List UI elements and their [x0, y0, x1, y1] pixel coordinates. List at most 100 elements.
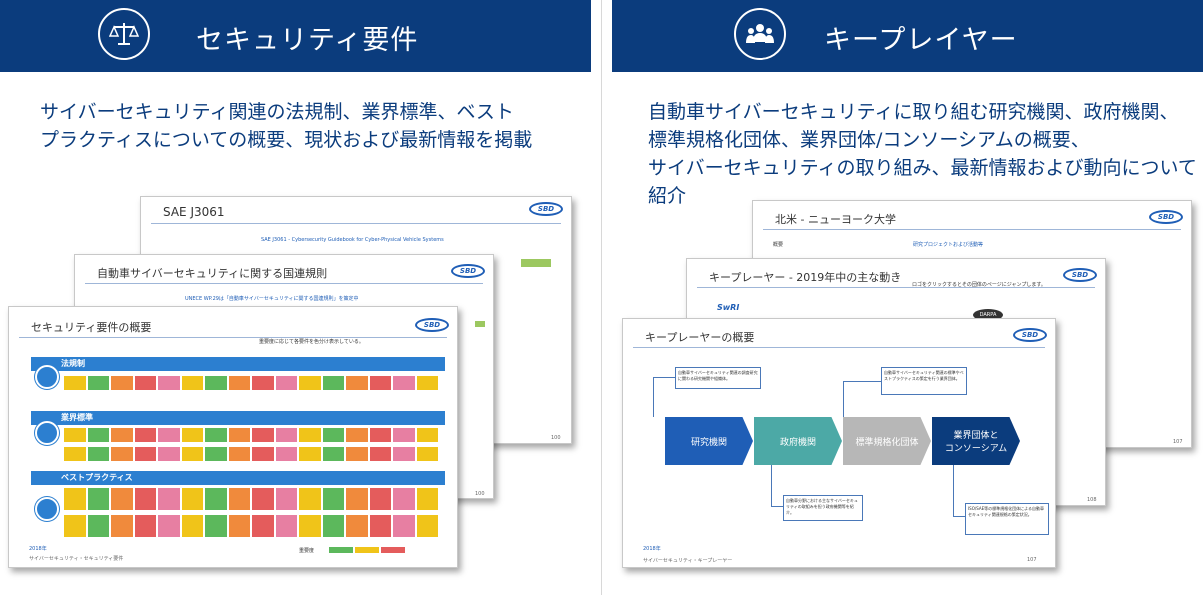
legend-green — [329, 547, 353, 553]
requirement-cell — [321, 446, 345, 462]
sbd-logo: SBD — [1063, 268, 1097, 282]
requirement-cell — [204, 427, 228, 443]
requirement-cell — [204, 375, 228, 391]
requirement-cell — [415, 375, 439, 391]
requirement-cell — [227, 427, 251, 443]
requirement-cell — [63, 514, 87, 538]
legend-yellow — [355, 547, 379, 553]
key-players-panel: キープレイヤー 自動車サイバーセキュリティに取り組む研究機関、政府機関、 標準規… — [612, 0, 1203, 595]
section-label: 研究プロジェクトおよび活動等 — [913, 242, 984, 248]
description-line: サイバーセキュリティの取り組み、最新情報および動向について — [648, 157, 1197, 179]
sbd-logo: SBD — [529, 202, 563, 216]
requirement-cell — [251, 427, 275, 443]
section-band-standards: 業界標準 — [31, 411, 445, 425]
sbd-logo: SBD — [1013, 328, 1047, 342]
requirement-cell — [86, 514, 110, 538]
requirement-cell — [157, 487, 181, 511]
stage-research-institutions: 研究機関 — [665, 417, 753, 465]
requirement-cell — [86, 446, 110, 462]
requirement-cell — [180, 487, 204, 511]
divider — [763, 229, 1181, 230]
requirement-cell — [345, 446, 369, 462]
header-title: キープレイヤー — [824, 25, 1018, 56]
requirement-cell — [63, 427, 87, 443]
description-line: 自動車サイバーセキュリティに取り組む研究機関、政府機関、 — [648, 101, 1179, 123]
requirement-cell — [274, 375, 298, 391]
requirement-cell — [392, 487, 416, 511]
panel-divider — [601, 0, 602, 595]
requirement-cell — [368, 487, 392, 511]
color-note: 重要度に応じて各要件を色分け表示している。 — [259, 339, 364, 345]
requirement-cell — [321, 514, 345, 538]
slide-requirements-overview[interactable]: セキュリティ要件の概要 SBD 重要度に応じて各要件を色分け表示している。 法規… — [8, 306, 458, 568]
sbd-logo: SBD — [451, 264, 485, 278]
requirement-cell — [321, 487, 345, 511]
connector — [771, 465, 783, 507]
swri-logo[interactable]: SwRI — [717, 303, 740, 312]
page-number: 107 — [1027, 557, 1037, 563]
requirement-cell — [133, 514, 157, 538]
description: サイバーセキュリティ関連の法規制、業界標準、ベスト プラクティスについての概要、… — [40, 98, 532, 154]
requirement-cell — [204, 514, 228, 538]
description-line: 紹介 — [648, 185, 687, 207]
slide-body: UNECE WP.29は「自動車サイバーセキュリティに関する国連規則」を策定中 — [185, 296, 359, 302]
legend-label: 重要度 — [299, 548, 315, 554]
callout-standards: ISO/SAE等の標準規格化団体による自動車セキュリティ関連規格の策定状況。 — [965, 503, 1049, 535]
page-number: 107 — [1173, 439, 1183, 445]
security-requirements-header: セキュリティ要件 — [0, 0, 591, 72]
requirement-cell — [110, 375, 134, 391]
callout-research: 自動車サイバーセキュリティ関連の調査研究に関わる研究機関や組織体。 — [675, 367, 761, 389]
requirement-cell — [133, 375, 157, 391]
requirement-cell — [392, 446, 416, 462]
requirement-cell — [345, 427, 369, 443]
slide-footer: サイバーセキュリティ・セキュリティ要件 — [29, 556, 124, 562]
slide-title: セキュリティ要件の概要 — [31, 321, 152, 334]
callout-government: 自動車分野における主なサイバーセキュリティの取組みを担う政府機関等を紹介。 — [783, 495, 863, 521]
page-number: 100 — [551, 435, 561, 441]
slide-key-players-overview[interactable]: キープレーヤーの概要 SBD 自動車サイバーセキュリティ関連の調査研究に関わる研… — [622, 318, 1056, 568]
requirement-cell — [251, 446, 275, 462]
requirement-cell — [227, 375, 251, 391]
requirement-cell — [227, 514, 251, 538]
requirement-cell — [415, 427, 439, 443]
section-band-regulation: 法規制 — [31, 357, 445, 371]
requirement-cell — [415, 446, 439, 462]
sbd-logo: SBD — [1149, 210, 1183, 224]
requirement-cell — [157, 446, 181, 462]
requirement-cell — [204, 487, 228, 511]
requirement-cell — [63, 446, 87, 462]
requirement-cell — [110, 446, 134, 462]
security-requirements-panel: セキュリティ要件 サイバーセキュリティ関連の法規制、業界標準、ベスト プラクティ… — [0, 0, 591, 595]
requirement-cell — [110, 514, 134, 538]
requirement-cell — [274, 487, 298, 511]
sbd-logo: SBD — [415, 318, 449, 332]
scales-icon — [98, 8, 150, 60]
requirement-cell — [180, 514, 204, 538]
stage-standards-bodies: 標準規格化団体 — [843, 417, 931, 465]
requirement-cell — [415, 514, 439, 538]
status-bar — [521, 259, 551, 267]
legend-red — [381, 547, 405, 553]
requirement-cell — [86, 427, 110, 443]
divider — [19, 337, 447, 338]
requirement-cell — [298, 375, 322, 391]
requirement-cell — [274, 446, 298, 462]
requirement-cell — [251, 375, 275, 391]
requirement-cell — [345, 375, 369, 391]
requirement-cell — [392, 514, 416, 538]
slide-title: SAE J3061 — [163, 205, 225, 219]
requirement-cell — [345, 487, 369, 511]
requirement-cell — [157, 514, 181, 538]
requirement-cell — [368, 375, 392, 391]
requirement-cell — [298, 446, 322, 462]
checklist-icon — [35, 421, 59, 445]
requirement-cell — [298, 514, 322, 538]
connector — [843, 381, 881, 417]
divider — [697, 287, 1095, 288]
requirement-cell — [110, 487, 134, 511]
requirement-cell — [180, 427, 204, 443]
divider — [85, 283, 483, 284]
requirement-cell — [345, 514, 369, 538]
thumbs-up-icon — [35, 497, 59, 521]
stage-government: 政府機関 — [754, 417, 842, 465]
